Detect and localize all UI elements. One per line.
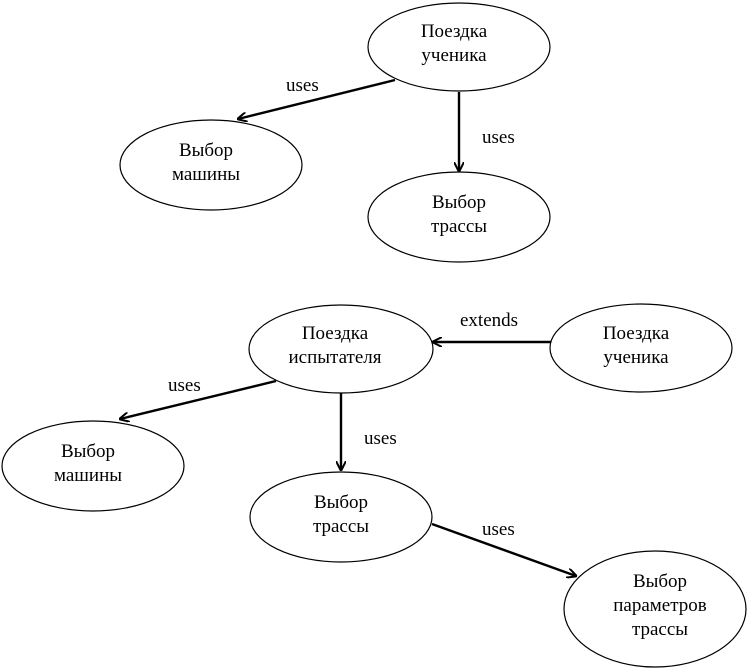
node-label-line-1: Выбор [314,492,368,513]
node-tester-trip: Поездка испытателя [248,304,434,394]
node-label-line-2: ученика [603,347,669,368]
edge-choose-route-to-route-params [431,522,576,576]
node-choose-route: Выбор трассы [249,471,433,563]
node-choose-route-params: Выбор параметров трассы [563,550,747,668]
edge-label-uses-route: uses [482,127,515,148]
node-label-line-2: машины [54,465,122,486]
node-choose-route: Выбор трассы [367,171,551,263]
node-choose-car: Выбор машины [1,420,185,512]
node-label-line-2: трассы [313,516,369,537]
node-label-line-1: Поездка [302,323,369,344]
node-label-line-1: Выбор [61,441,115,462]
node-student-trip: Поездка ученика [367,2,551,92]
top-diagram: uses uses Поездка ученика Выбор машины В… [119,2,551,263]
node-label-line-2: параметров [613,595,707,616]
edge-label-uses-params: uses [482,519,515,540]
node-label-line-1: Выбор [432,192,486,213]
node-label-line-2: трассы [431,216,487,237]
edge-label-uses-route: uses [364,428,397,449]
node-label-line-1: Поездка [603,323,670,344]
node-label-line-2: испытателя [289,347,382,368]
edge-student-trip-to-choose-car [238,78,396,119]
node-label-line-3: трассы [632,619,688,640]
edge-label-extends: extends [460,310,518,331]
node-student-trip: Поездка ученика [549,303,733,393]
node-label-line-1: Выбор [179,140,233,161]
node-choose-car: Выбор машины [119,119,303,211]
node-label-line-1: Поездка [421,21,488,42]
node-label-line-2: ученика [421,45,487,66]
bottom-diagram: extends uses uses uses Поездка испытател… [1,303,747,668]
edge-label-uses-car: uses [286,75,319,96]
node-label-line-1: Выбор [633,571,687,592]
node-label-line-2: машины [172,164,240,185]
edge-label-uses-car: uses [168,375,201,396]
edge-tester-trip-to-choose-car [120,379,277,419]
